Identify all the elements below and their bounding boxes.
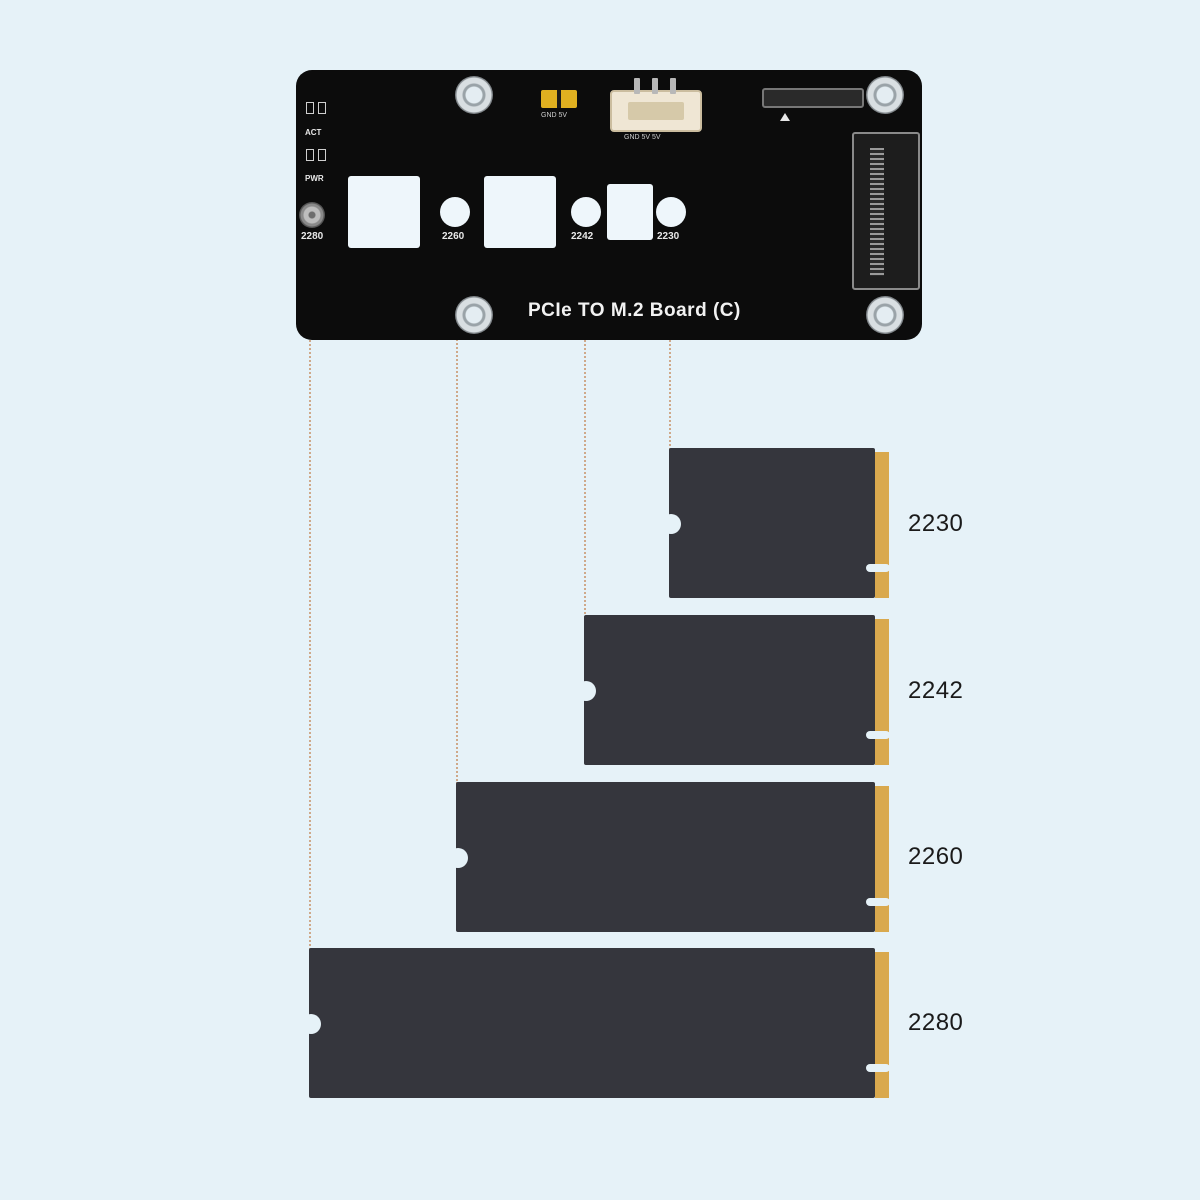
fan-pin bbox=[670, 78, 676, 94]
pin1-triangle-icon bbox=[780, 113, 790, 121]
ssd-size-label-2230: 2230 bbox=[908, 510, 964, 537]
silk-pwr-label: PWR bbox=[305, 174, 324, 183]
m2-slot-connector bbox=[852, 132, 920, 290]
guide-line-2280 bbox=[309, 240, 311, 950]
ssd-size-label-2260: 2260 bbox=[908, 843, 964, 870]
m2-slot-pins bbox=[870, 148, 884, 276]
pwr-led-icon-2 bbox=[318, 149, 326, 161]
fan-connector-socket bbox=[628, 102, 684, 120]
ssd-2242 bbox=[576, 615, 875, 765]
silk-2242-label: 2242 bbox=[571, 231, 594, 242]
ssd-screw-notch bbox=[576, 681, 596, 701]
fan-pin bbox=[652, 78, 658, 94]
mount-hole-2242 bbox=[571, 197, 601, 227]
ssd-key-notch bbox=[866, 898, 890, 906]
ssd-gold-contacts bbox=[875, 452, 889, 598]
ssd-2260 bbox=[448, 782, 875, 932]
ssd-2280 bbox=[301, 948, 875, 1098]
pwr-led-icon bbox=[306, 149, 314, 161]
silk-act-label: ACT bbox=[305, 128, 322, 137]
mount-hole-top-left bbox=[455, 76, 493, 114]
fan-connector bbox=[610, 78, 702, 132]
ssd-screw-notch bbox=[661, 514, 681, 534]
mount-hole-2230 bbox=[656, 197, 686, 227]
ssd-key-notch bbox=[866, 564, 890, 572]
guide-line-2242 bbox=[584, 240, 586, 618]
ssd-key-notch bbox=[866, 731, 890, 739]
jumper-header bbox=[541, 90, 577, 108]
act-led-icon bbox=[306, 102, 314, 114]
mount-hole-top-right bbox=[866, 76, 904, 114]
board-title: PCIe TO M.2 Board (C) bbox=[528, 300, 741, 321]
ssd-2230 bbox=[661, 448, 875, 598]
act-led-icon-2 bbox=[318, 102, 326, 114]
mount-hole-bottom-right bbox=[866, 296, 904, 334]
silk-fan-label: GND 5V 5V bbox=[624, 134, 661, 141]
ssd-gold-contacts bbox=[875, 619, 889, 765]
ssd-key-notch bbox=[866, 1064, 890, 1072]
silk-2280-label: 2280 bbox=[301, 231, 324, 242]
board-cutout bbox=[484, 176, 556, 248]
silk-2230-label: 2230 bbox=[657, 231, 680, 242]
ssd-gold-contacts bbox=[875, 952, 889, 1098]
ssd-size-label-2280: 2280 bbox=[908, 1009, 964, 1036]
ssd-size-label-2242: 2242 bbox=[908, 677, 964, 704]
ssd-screw-notch bbox=[448, 848, 468, 868]
ssd-screw-notch bbox=[301, 1014, 321, 1034]
mount-hole-2260 bbox=[440, 197, 470, 227]
fan-pin bbox=[634, 78, 640, 94]
guide-line-2260 bbox=[456, 240, 458, 784]
screw-icon bbox=[299, 202, 325, 228]
mount-hole-bottom-left bbox=[455, 296, 493, 334]
ssd-gold-contacts bbox=[875, 786, 889, 932]
guide-line-2230 bbox=[669, 240, 671, 450]
silk-2260-label: 2260 bbox=[442, 231, 465, 242]
ffc-connector bbox=[762, 88, 864, 108]
silk-jumper-label: GND 5V bbox=[541, 112, 568, 119]
board-cutout bbox=[348, 176, 420, 248]
board-cutout bbox=[607, 184, 653, 240]
